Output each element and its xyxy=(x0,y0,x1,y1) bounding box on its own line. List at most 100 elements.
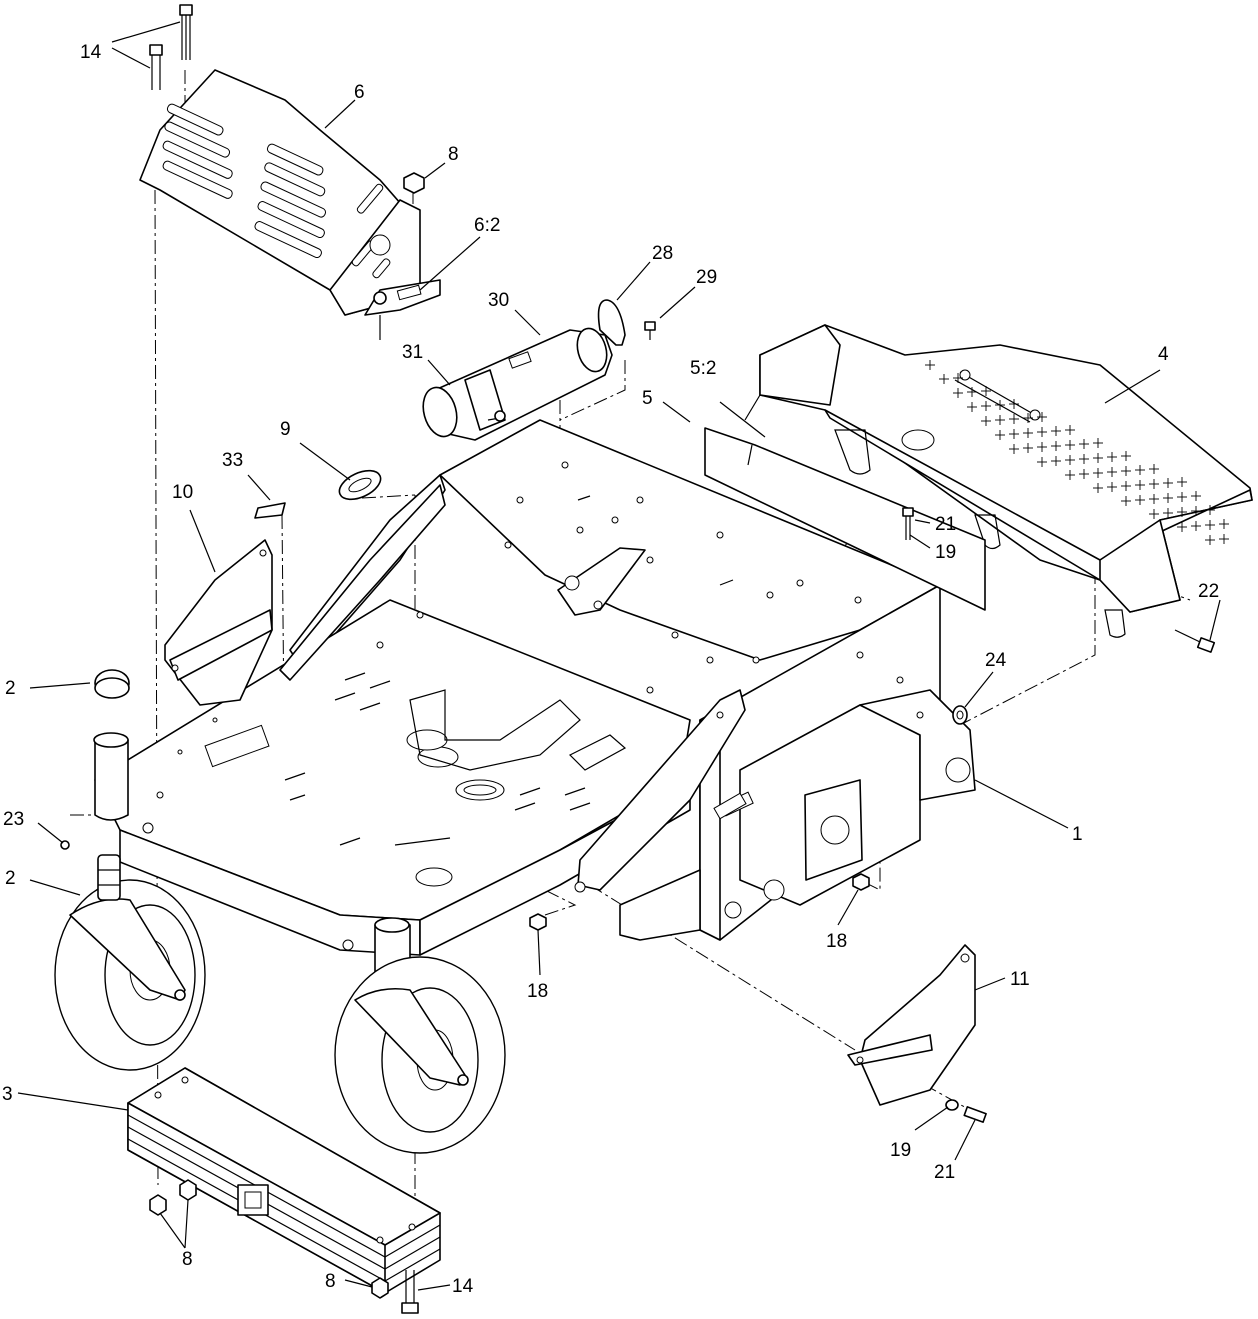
grip-hole xyxy=(1009,399,1019,409)
grip-hole xyxy=(1023,428,1033,438)
grip-hole xyxy=(1107,452,1117,462)
callout-8-bottom-left: 8 xyxy=(182,1249,193,1270)
grip-hole xyxy=(1177,507,1187,517)
callout-6: 6 xyxy=(354,82,365,103)
grip-hole xyxy=(1163,478,1173,488)
grip-hole xyxy=(953,388,963,398)
callout-6-2: 6:2 xyxy=(474,215,500,236)
grip-hole xyxy=(1051,441,1061,451)
grip-hole xyxy=(1023,443,1033,453)
callout-labels: 14 6 8 6:2 28 29 30 31 5:2 5 4 9 33 10 2… xyxy=(2,42,1219,1297)
grip-hole xyxy=(1191,506,1201,516)
hitch-bar xyxy=(127,1067,441,1294)
grip-hole xyxy=(1093,438,1103,448)
grip-hole xyxy=(995,400,1005,410)
grip-hole xyxy=(1219,519,1229,529)
callout-5-2: 5:2 xyxy=(690,358,716,379)
platform xyxy=(759,324,1253,638)
callout-5: 5 xyxy=(642,388,653,409)
grip-hole xyxy=(1093,468,1103,478)
grip-hole xyxy=(1135,495,1145,505)
grip-hole xyxy=(1177,492,1187,502)
grip-hole xyxy=(1093,453,1103,463)
callout-9: 9 xyxy=(280,419,291,440)
grip-hole xyxy=(981,386,991,396)
grip-hole xyxy=(1149,509,1159,519)
caster-wheel-left xyxy=(54,854,206,1071)
callout-2-cap: 2 xyxy=(5,678,16,699)
grip-hole xyxy=(1037,442,1047,452)
grip-hole xyxy=(1121,466,1131,476)
caster-wheel-right xyxy=(334,956,506,1154)
callout-31: 31 xyxy=(402,342,423,363)
grip-hole xyxy=(1037,457,1047,467)
callout-19-top: 19 xyxy=(935,542,956,563)
grip-hole xyxy=(1065,440,1075,450)
grip-hole xyxy=(1079,439,1089,449)
grip-hole xyxy=(1219,534,1229,544)
callout-14-top: 14 xyxy=(80,42,102,63)
decal xyxy=(254,502,286,519)
grip-hole xyxy=(1079,469,1089,479)
grip-hole xyxy=(1163,493,1173,503)
grip-hole xyxy=(995,430,1005,440)
grip-hole xyxy=(1163,508,1173,518)
grip-hole xyxy=(1191,491,1201,501)
grip-hole xyxy=(1023,413,1033,423)
grip-hole xyxy=(1037,427,1047,437)
callout-23: 23 xyxy=(3,809,24,830)
grip-hole xyxy=(1051,426,1061,436)
callout-3: 3 xyxy=(2,1084,13,1105)
grip-hole xyxy=(1065,425,1075,435)
callout-10: 10 xyxy=(172,482,193,503)
grip-hole xyxy=(981,416,991,426)
grip-hole xyxy=(1135,480,1145,490)
callout-8-bottom-right: 8 xyxy=(325,1271,336,1292)
callout-21-bottom: 21 xyxy=(934,1162,955,1183)
grip-hole xyxy=(1009,414,1019,424)
grip-hole xyxy=(1205,505,1215,515)
grip-hole xyxy=(925,360,935,370)
callout-24: 24 xyxy=(985,650,1007,671)
grip-hole xyxy=(1205,520,1215,530)
grip-hole xyxy=(1177,522,1187,532)
grommet xyxy=(338,469,382,501)
hardware xyxy=(60,4,1216,1314)
grip-hole xyxy=(1051,456,1061,466)
grip-hole xyxy=(1121,496,1131,506)
callout-18-right: 18 xyxy=(826,931,847,952)
callout-1: 1 xyxy=(1072,824,1083,845)
grip-hole xyxy=(1107,467,1117,477)
grip-hole xyxy=(1177,477,1187,487)
muffler xyxy=(422,327,613,441)
grip-hole xyxy=(953,373,963,383)
grip-hole xyxy=(1009,444,1019,454)
grip-hole xyxy=(1009,429,1019,439)
callout-21-top: 21 xyxy=(935,514,956,535)
grip-hole xyxy=(967,387,977,397)
callout-33: 33 xyxy=(222,450,243,471)
callout-19-bottom: 19 xyxy=(890,1140,911,1161)
callout-8-top: 8 xyxy=(448,144,459,165)
grip-hole xyxy=(1079,454,1089,464)
grip-hole xyxy=(1135,465,1145,475)
callout-22: 22 xyxy=(1198,581,1219,602)
grip-hole xyxy=(1149,464,1159,474)
grip-hole xyxy=(1107,482,1117,492)
callout-leaders xyxy=(17,21,1221,1291)
callout-29: 29 xyxy=(696,267,717,288)
grip-hole xyxy=(1065,470,1075,480)
floor-slots xyxy=(284,495,734,846)
callout-18-left: 18 xyxy=(527,981,548,1002)
callout-4: 4 xyxy=(1158,344,1169,365)
grip-hole xyxy=(1149,479,1159,489)
grip-hole xyxy=(1205,535,1215,545)
grip-hole xyxy=(1149,494,1159,504)
grip-hole xyxy=(995,415,1005,425)
cover-vents xyxy=(162,103,391,279)
callout-11: 11 xyxy=(1010,969,1030,990)
left-bracket xyxy=(164,539,273,706)
grip-hole xyxy=(1065,455,1075,465)
platform-grip-holes xyxy=(925,360,1229,545)
